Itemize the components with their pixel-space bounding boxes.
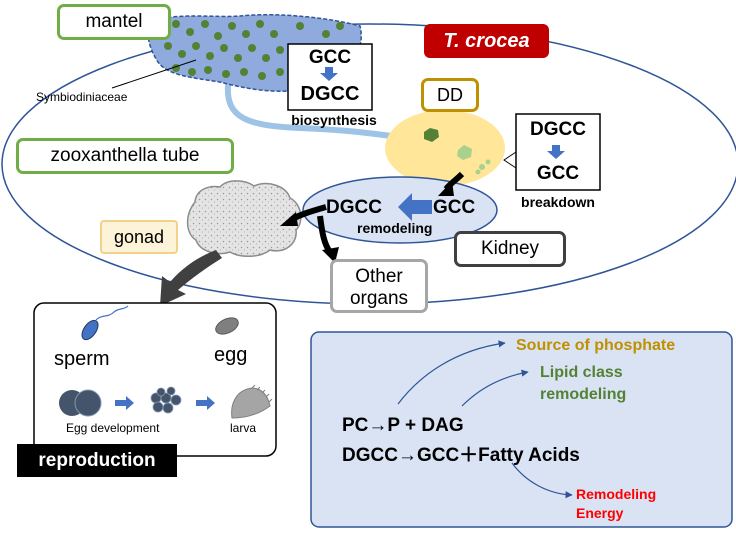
mantel-box-bottom: DGCC	[300, 83, 360, 105]
lipid-class-line-2: remodeling	[540, 386, 627, 403]
sperm-icon	[81, 319, 99, 341]
lipid-class-line-1: Lipid class	[540, 364, 623, 381]
remodeling-energy-line-2: Energy	[576, 505, 624, 521]
mantel-label-box: mantel	[57, 4, 171, 40]
other-organs-box: Other organs	[330, 259, 428, 313]
egg-label: egg	[214, 344, 248, 366]
reaction-dgcc: DGCC→GCC＋Fatty Acids	[342, 445, 580, 466]
gonad-to-reproduction-arrow	[160, 250, 222, 306]
egg-icon	[215, 317, 239, 335]
gonad-label: gonad	[113, 226, 165, 247]
species-label: T. crocea	[443, 29, 530, 52]
arrow-head-dd-kidney	[438, 181, 454, 196]
remodeling-energy-line-1: Remodeling	[576, 486, 657, 502]
mantel-box-top: GCC	[308, 47, 352, 68]
egg-development-label: Egg development	[66, 421, 160, 435]
zoox-tube-label: zooxanthella tube	[50, 145, 200, 166]
remodeling-label: remodeling	[357, 220, 433, 236]
dd-cell-2	[457, 145, 472, 160]
info-panel	[310, 331, 733, 528]
kidney-dgcc: DGCC	[326, 197, 382, 218]
morula-icon	[150, 386, 182, 414]
larva-label: larva	[230, 421, 257, 435]
sperm-label: sperm	[54, 348, 110, 370]
dd-box-top: DGCC	[530, 119, 586, 140]
gonad-tissue	[186, 180, 302, 257]
symbiont-pointer	[111, 59, 197, 89]
dd-label: DD	[437, 84, 463, 105]
larva-icon	[231, 387, 271, 419]
dd-cell-1	[424, 128, 439, 142]
kidney-gcc: GCC	[433, 197, 476, 218]
dev-arrow-2	[196, 396, 215, 410]
breakdown-label: breakdown	[521, 194, 595, 210]
reaction-pc: PC→P + DAG	[342, 415, 464, 436]
other-organs-line-1: Other	[355, 266, 403, 287]
mantel-label: mantel	[85, 11, 143, 32]
dd-callout-pointer	[503, 151, 517, 169]
dd-box-bottom: GCC	[536, 163, 580, 184]
egg-cell-right	[74, 389, 102, 417]
mantel-down-arrow	[320, 67, 338, 81]
kidney-label: Kidney	[480, 238, 540, 259]
species-badge: T. crocea	[424, 24, 549, 58]
reproduction-title: reproduction	[38, 449, 156, 471]
info-arrows	[397, 340, 573, 499]
other-organs-line-2: organs	[349, 288, 409, 309]
kidney-left-arrow	[398, 193, 432, 221]
arrow-head-to-gonad	[280, 212, 298, 226]
dd-organ	[385, 110, 505, 186]
source-phosphate-label: Source of phosphate	[516, 337, 676, 354]
dev-arrow-1	[115, 396, 134, 410]
kidney-label-box: Kidney	[454, 231, 566, 267]
reproduction-title-bar	[17, 444, 177, 477]
biosynthesis-label: biosynthesis	[291, 112, 377, 128]
symbiont-label: Symbiodiniaceae	[36, 90, 128, 104]
gonad-label-box: gonad	[100, 220, 178, 254]
dd-down-arrow	[547, 145, 565, 159]
zoox-tube-label-box: zooxanthella tube	[16, 138, 234, 174]
dd-label-box: DD	[421, 78, 479, 112]
dd-cell-3	[479, 164, 485, 170]
